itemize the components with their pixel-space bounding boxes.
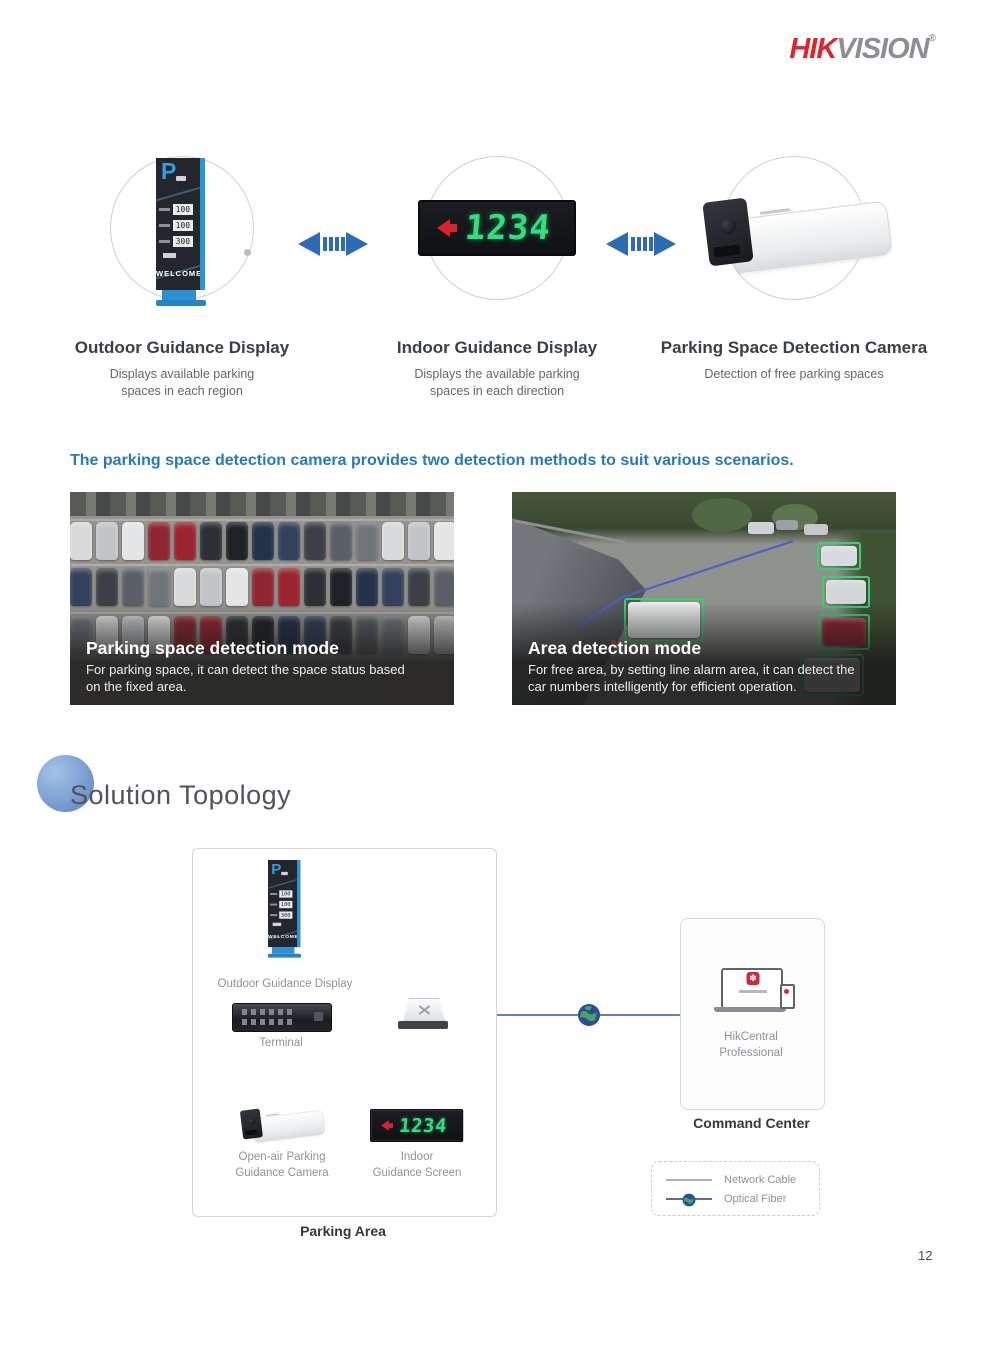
command-center-box bbox=[680, 918, 825, 1110]
indoor-display-figure: 1234 bbox=[342, 150, 652, 338]
led-left-arrow-icon bbox=[428, 219, 457, 237]
totem-count-row: 300 bbox=[172, 236, 193, 247]
mode-description: For parking space, it can detect the spa… bbox=[86, 662, 405, 695]
mode-title: Area detection mode bbox=[528, 638, 702, 659]
internet-globe-icon bbox=[682, 1193, 696, 1207]
topology-indoor-screen-icon: 1234 bbox=[370, 1109, 464, 1143]
terminal-icon bbox=[232, 1003, 332, 1032]
topology-label-camera: Open-air Parking Guidance Camera bbox=[235, 1151, 329, 1179]
topology-guidance-camera-icon bbox=[237, 1106, 332, 1147]
intro-text: The parking space detection camera provi… bbox=[70, 452, 794, 469]
totem-p-letter: P bbox=[161, 158, 177, 184]
detection-camera-figure bbox=[632, 150, 956, 338]
optical-fiber-line bbox=[444, 1014, 680, 1016]
legend-optical-fiber-label: Optical Fiber bbox=[724, 1193, 787, 1205]
internet-globe-icon bbox=[577, 1003, 601, 1027]
logo-hik: HIK bbox=[789, 33, 837, 65]
logo-vision: VISION bbox=[836, 33, 929, 65]
hikcentral-laptop-icon bbox=[714, 968, 795, 1014]
mode-title: Parking space detection mode bbox=[86, 638, 339, 659]
product-indoor-guidance-display: 1234 Indoor Guidance Display Displays th… bbox=[342, 150, 652, 400]
photo-overlay bbox=[512, 492, 896, 705]
street-detection-photo: Area detection mode For free area, by se… bbox=[512, 492, 896, 705]
topology-outdoor-display-icon: P 100 100 300 WELCOME bbox=[268, 860, 302, 962]
circle-dot bbox=[244, 249, 251, 256]
network-cable-sample bbox=[666, 1179, 712, 1181]
section-title: Solution Topology bbox=[70, 780, 292, 810]
product-description: Displays available parking spaces in eac… bbox=[109, 367, 255, 398]
hikvision-logo: HIKVISION® bbox=[789, 33, 936, 66]
photo-overlay bbox=[70, 492, 454, 705]
product-title: Parking Space Detection Camera bbox=[660, 338, 928, 357]
transfer-arrows-icon bbox=[296, 229, 370, 264]
network-switch-icon bbox=[403, 998, 445, 1022]
topology-label-hikcentral: HikCentral Professional bbox=[719, 1031, 783, 1059]
topology-label-indoor-screen: Indoor Guidance Screen bbox=[372, 1151, 462, 1179]
outdoor-display-figure: P 100 100 300 WELCOME bbox=[27, 150, 337, 338]
product-description: Displays the available parking spaces in… bbox=[414, 367, 580, 398]
optical-fiber-sample bbox=[666, 1193, 712, 1207]
topology-label-outdoor-display: Outdoor Guidance Display bbox=[217, 978, 353, 990]
network-switch-base bbox=[398, 1021, 448, 1029]
totem-welcome-text: WELCOME bbox=[156, 269, 203, 278]
transfer-arrows-icon bbox=[604, 229, 678, 264]
parking-area-caption: Parking Area bbox=[300, 1223, 386, 1239]
product-description: Detection of free parking spaces bbox=[704, 367, 884, 381]
parking-area-box bbox=[192, 848, 497, 1217]
product-parking-space-detection-camera: Parking Space Detection Camera Detection… bbox=[632, 150, 956, 383]
totem-count-row: 100 bbox=[172, 220, 193, 231]
product-outdoor-guidance-display: P 100 100 300 WELCOME Outdoor Guid bbox=[27, 150, 337, 400]
page-number: 12 bbox=[918, 1248, 933, 1263]
outdoor-display-totem-icon: P 100 100 300 WELCOME bbox=[156, 158, 208, 312]
indoor-led-screen-icon: 1234 bbox=[418, 200, 576, 256]
totem-car-glyph bbox=[176, 176, 186, 181]
logo-registered-mark: ® bbox=[928, 33, 936, 44]
legend-network-cable-label: Network Cable bbox=[724, 1174, 797, 1186]
parking-lot-photo: Parking space detection mode For parking… bbox=[70, 492, 454, 705]
product-title: Indoor Guidance Display bbox=[396, 338, 598, 357]
topology-label-terminal: Terminal bbox=[259, 1037, 303, 1049]
hikcentral-logo-icon bbox=[746, 972, 760, 985]
mobile-client-icon bbox=[780, 984, 795, 1009]
topology-legend: Network Cable Optical Fiber bbox=[651, 1161, 820, 1216]
bullet-camera-icon bbox=[696, 192, 906, 284]
command-center-caption: Command Center bbox=[693, 1115, 810, 1131]
section-accent-circle bbox=[37, 755, 94, 812]
product-title: Outdoor Guidance Display bbox=[74, 338, 290, 357]
mode-description: For free area, by setting line alarm are… bbox=[528, 662, 855, 695]
led-digits: 1234 bbox=[463, 208, 553, 248]
totem-count-row: 100 bbox=[172, 204, 193, 215]
